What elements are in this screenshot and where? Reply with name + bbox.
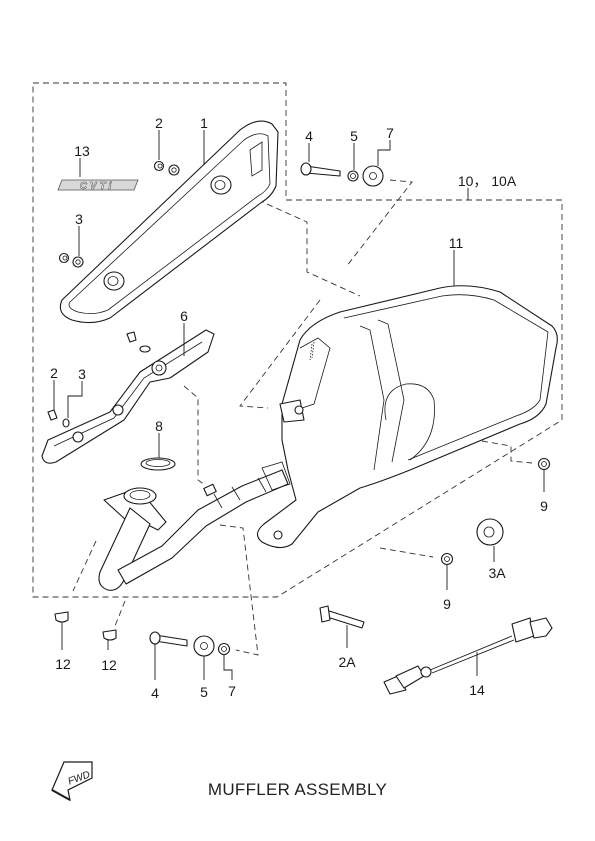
callout-9-right: 9	[540, 498, 548, 514]
callout-12-left: 12	[55, 656, 71, 672]
callout-9-lower: 9	[443, 596, 451, 612]
bolt-2a	[319, 605, 365, 629]
mount-bolt-upper	[300, 162, 384, 187]
callout-3-upper: 3	[75, 211, 83, 227]
callout-7-lower: 7	[228, 683, 236, 699]
callout-2-upper: 2	[155, 115, 163, 131]
exhaust-gasket	[140, 457, 176, 471]
callout-3a: 3A	[488, 565, 506, 581]
callout-6: 6	[180, 308, 188, 324]
cvti-emblem: CVTi	[57, 179, 139, 192]
callout-8: 8	[155, 418, 163, 434]
callout-5-upper: 5	[350, 128, 358, 144]
group-frame-heat-guard	[32, 82, 563, 598]
mount-bolt-lower	[149, 631, 231, 657]
callout-leaders	[53, 130, 545, 680]
callout-4-upper: 4	[305, 128, 313, 144]
muffler-body	[256, 285, 558, 549]
emblem-text: CVTi	[80, 181, 115, 192]
o2-sensor	[383, 617, 553, 695]
callout-4-lower: 4	[151, 685, 159, 701]
callout-13: 13	[74, 143, 90, 159]
callout-2-middle: 2	[50, 365, 58, 381]
diagram-title: MUFFLER ASSEMBLY	[207, 780, 388, 799]
exhaust-pipe	[98, 469, 289, 591]
callout-labels: 1 2 13 3 4 5 7 10， 10A 11 6 2 3 8 9 3A 9…	[50, 115, 548, 701]
callout-11: 11	[449, 235, 464, 251]
callout-1: 1	[200, 115, 208, 131]
dashed-guide-lines	[72, 179, 533, 656]
callout-12-right: 12	[101, 657, 117, 673]
bracket-part	[41, 329, 215, 464]
callout-7-upper: 7	[386, 125, 394, 141]
nut-and-gasket-lower	[440, 457, 551, 566]
callout-14: 14	[469, 682, 485, 698]
callout-10: 10， 10A	[458, 173, 517, 189]
callout-5-lower: 5	[200, 684, 208, 700]
heat-protector-part	[59, 120, 279, 324]
screw-washer-set-upper	[58, 160, 180, 268]
callout-3-middle: 3	[78, 366, 86, 382]
callout-2a: 2A	[338, 654, 356, 670]
flange-nuts	[54, 611, 117, 641]
